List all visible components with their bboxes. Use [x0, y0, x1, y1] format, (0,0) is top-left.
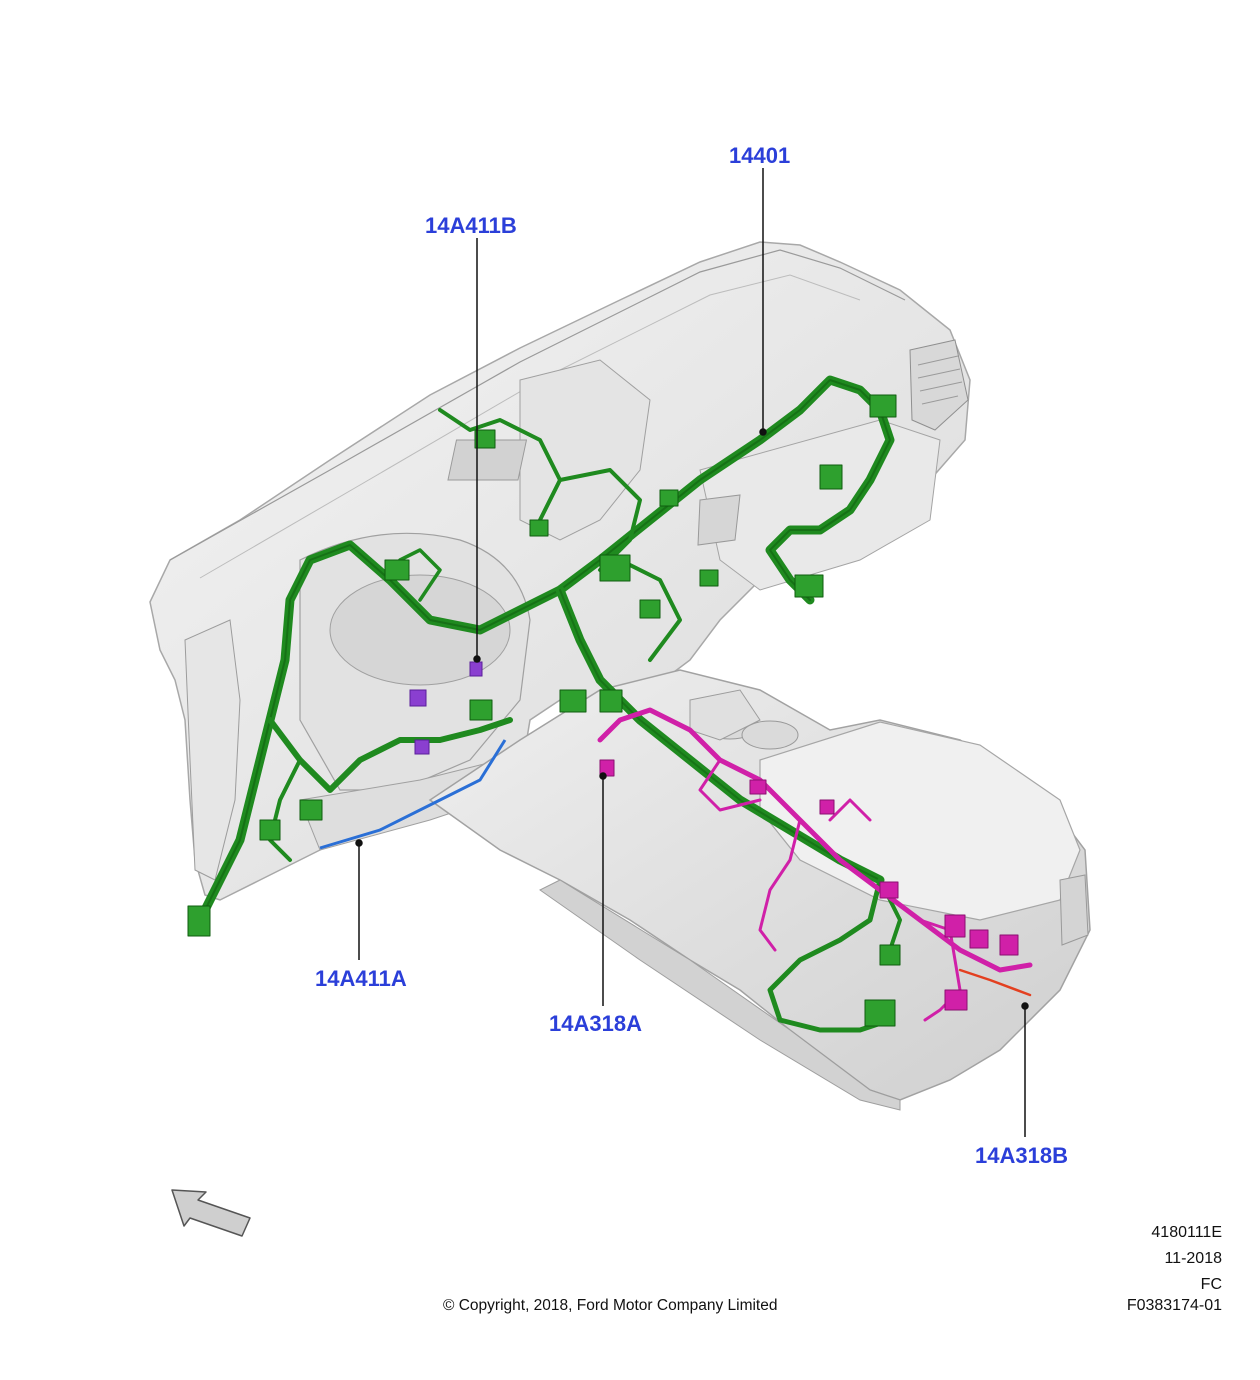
- leader-lines: [355, 168, 1029, 1137]
- center-console: [428, 669, 1091, 1111]
- figure-id: F0383174-01: [1126, 1297, 1222, 1314]
- harness-14401: [187, 375, 902, 1033]
- copyright-notice: © Copyright, 2018, Ford Motor Company Li…: [443, 1297, 778, 1314]
- callout-14401: 14401: [729, 143, 791, 168]
- callout-14A318A: 14A318A: [549, 1011, 642, 1036]
- harness-14A318: [597, 707, 1033, 1022]
- market-code: FC: [1200, 1276, 1222, 1293]
- harness-14A411A: [319, 739, 507, 850]
- callout-14A318B: 14A318B: [975, 1143, 1068, 1168]
- harness-14A411B: [409, 661, 483, 755]
- issue-date: 11-2018: [1164, 1250, 1222, 1267]
- direction-arrow-icon: [171, 1189, 251, 1237]
- callout-14A411A: 14A411A: [315, 966, 407, 991]
- callout-14A411B: 14A411B: [425, 213, 517, 238]
- reference-code: 4180111E: [1151, 1224, 1222, 1241]
